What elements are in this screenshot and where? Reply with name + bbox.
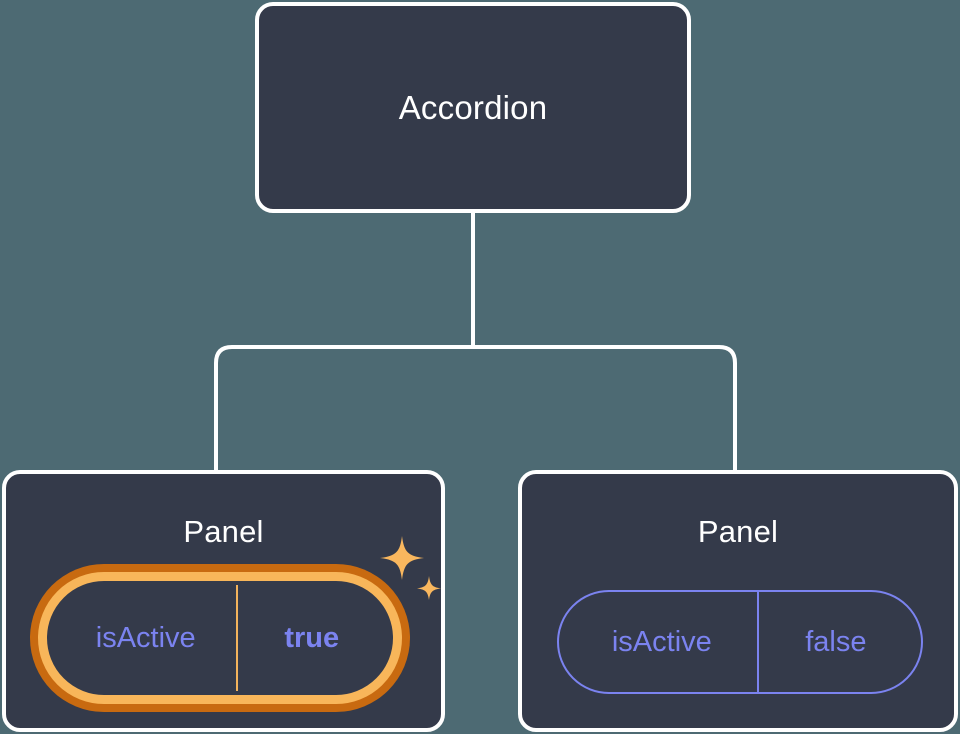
prop-key-label: isActive — [95, 621, 196, 654]
node-title-panel-inactive: Panel — [697, 514, 779, 549]
prop-key-label: isActive — [611, 625, 712, 658]
prop-value-label: false — [805, 625, 867, 658]
prop-divider — [756, 592, 759, 692]
prop-value-label: true — [284, 621, 340, 654]
node-title-panel-active: Panel — [183, 514, 264, 549]
prop-pill-isactive-false[interactable]: isActive false — [557, 590, 923, 694]
node-title-accordion: Accordion — [398, 89, 548, 126]
node-accordion[interactable]: Accordion — [255, 2, 691, 213]
prop-pill-isactive-true[interactable]: isActive true — [38, 572, 402, 704]
prop-divider — [236, 585, 239, 691]
